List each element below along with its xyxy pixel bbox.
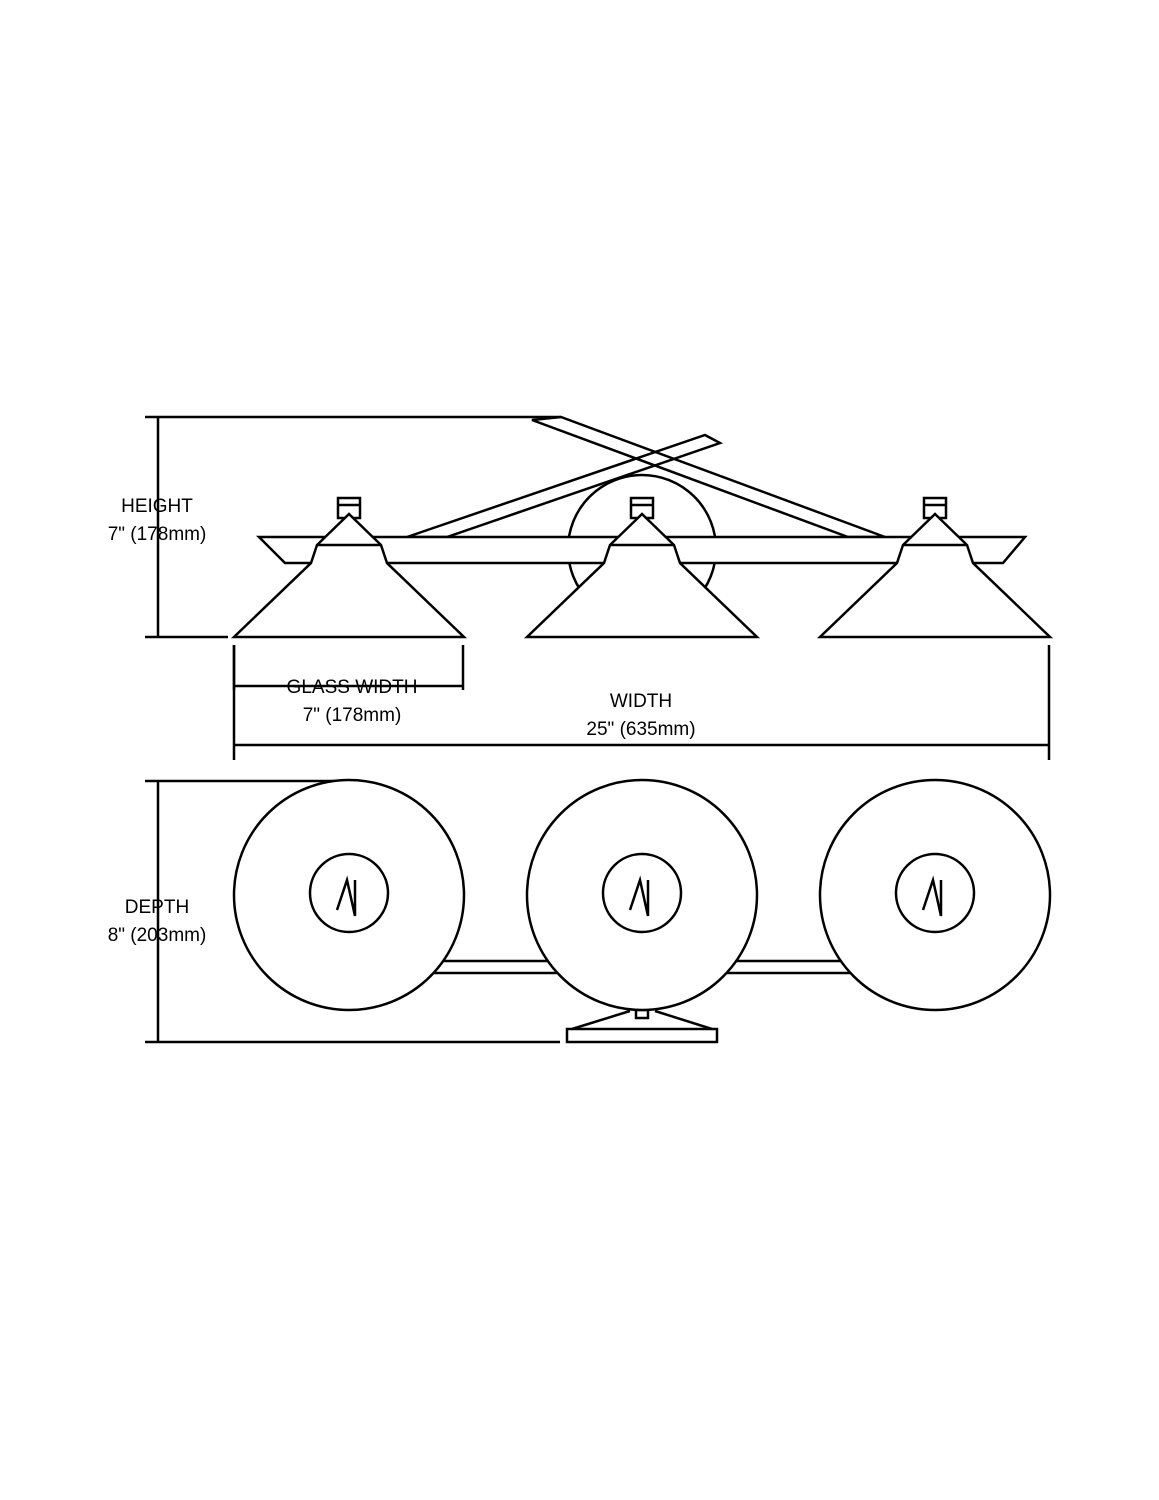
lamp-shade (523, 512, 761, 639)
glass-width-label-title: GLASS WIDTH (286, 677, 418, 698)
logo-mark-icon (628, 875, 650, 917)
depth-dimension-lines (145, 779, 560, 1044)
shade-top-view (525, 778, 759, 1012)
lamp-shade (816, 512, 1054, 639)
lamp-shades (230, 496, 1054, 639)
logo-mark-icon (335, 875, 357, 917)
height-label-title: HEIGHT (121, 496, 193, 517)
shade-outline (818, 778, 1052, 1012)
width-dimension-lines (232, 645, 1051, 760)
shade-top-view (818, 778, 1052, 1012)
width-label: WIDTH 25" (635mm) (586, 688, 695, 744)
shade-outline (232, 778, 466, 1012)
top-view-connectors (433, 959, 852, 975)
glass-width-label: GLASS WIDTH 7" (178mm) (287, 674, 418, 730)
height-label: HEIGHT 7" (178mm) (108, 493, 207, 549)
socket-circle (601, 852, 683, 934)
height-label-value: 7" (178mm) (107, 524, 207, 545)
lamp (523, 496, 761, 639)
lamp (816, 496, 1054, 639)
logo-mark-icon (921, 875, 943, 917)
height-dimension-lines (145, 415, 561, 639)
shade-top-view (232, 778, 466, 1012)
glass-width-label-value: 7" (178mm) (302, 705, 402, 726)
top-view-shades (232, 778, 1052, 1012)
shade-outline (525, 778, 759, 1012)
socket-circle (308, 852, 390, 934)
lamp-shade (230, 512, 468, 639)
depth-label-value: 8" (203mm) (107, 925, 207, 946)
depth-label: DEPTH 8" (203mm) (108, 894, 207, 950)
top-view-base (565, 1008, 719, 1044)
width-label-value: 25" (635mm) (586, 719, 696, 740)
width-label-title: WIDTH (609, 691, 673, 712)
depth-label-title: DEPTH (124, 897, 190, 918)
lamp (230, 496, 468, 639)
socket-circle (894, 852, 976, 934)
